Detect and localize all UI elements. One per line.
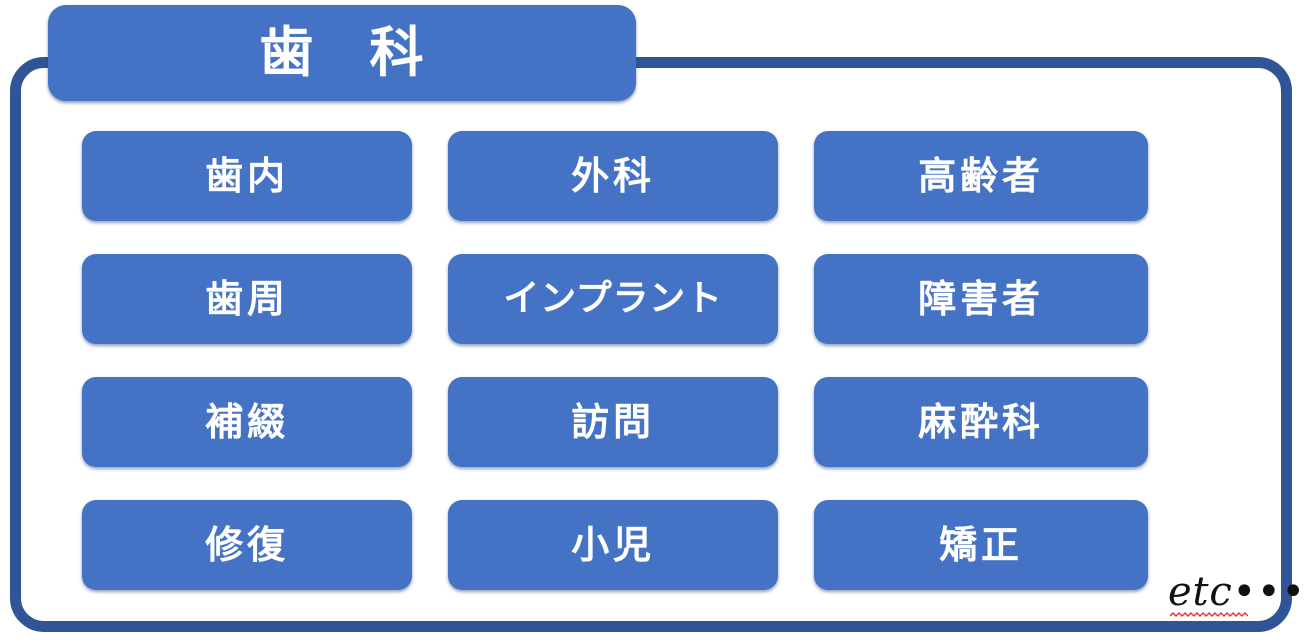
chip-item-12[interactable]: 矯正 xyxy=(814,500,1148,590)
chip-item-11[interactable]: 小児 xyxy=(448,500,778,590)
chip-label: 障害者 xyxy=(918,277,1044,321)
chip-label: 外科 xyxy=(571,154,655,198)
chip-item-8[interactable]: 訪問 xyxy=(448,377,778,467)
chip-label: 歯周 xyxy=(205,277,289,321)
chip-label: 高齢者 xyxy=(918,154,1044,198)
etc-note: etc••• xyxy=(1168,572,1304,612)
chip-item-6[interactable]: 障害者 xyxy=(814,254,1148,344)
chip-label: 修復 xyxy=(205,523,289,567)
chip-item-4[interactable]: 歯周 xyxy=(82,254,412,344)
chip-item-7[interactable]: 補綴 xyxy=(82,377,412,467)
chip-label: 矯正 xyxy=(939,523,1023,567)
spellcheck-squiggle-icon xyxy=(1170,612,1248,617)
specialty-chip-grid: 歯内 外科 高齢者 歯周 インプラント 障害者 補綴 訪問 麻酔科 修復 xyxy=(82,131,1148,590)
chip-label: 小児 xyxy=(571,523,655,567)
chip-label: 補綴 xyxy=(205,400,289,444)
chip-label: 麻酔科 xyxy=(918,400,1044,444)
chip-label: 歯内 xyxy=(205,154,289,198)
chip-item-1[interactable]: 歯内 xyxy=(82,131,412,221)
chip-item-10[interactable]: 修復 xyxy=(82,500,412,590)
chip-item-9[interactable]: 麻酔科 xyxy=(814,377,1148,467)
chip-label: インプラント xyxy=(503,278,723,319)
section-title-label: 歯 科 xyxy=(259,21,425,84)
chip-label: 訪問 xyxy=(571,400,655,444)
content-frame-border xyxy=(10,57,1292,632)
chip-item-5[interactable]: インプラント xyxy=(448,254,778,344)
etc-note-label: etc••• xyxy=(1168,569,1304,615)
chip-item-2[interactable]: 外科 xyxy=(448,131,778,221)
chip-item-3[interactable]: 高齢者 xyxy=(814,131,1148,221)
section-title-tag: 歯 科 xyxy=(48,5,636,101)
